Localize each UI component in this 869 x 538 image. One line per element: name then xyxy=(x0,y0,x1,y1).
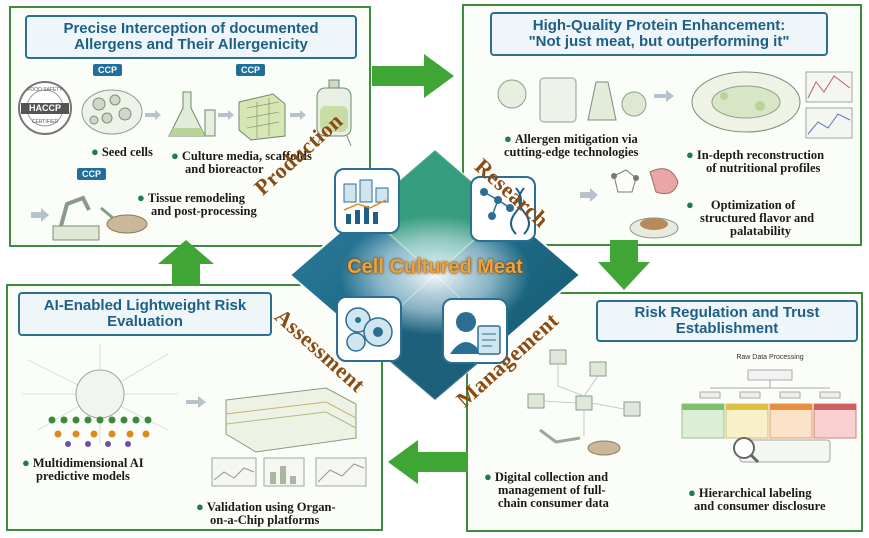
bullet-ai-models: ●Multidimensional AI predictive models xyxy=(22,455,144,484)
lab-research-sketch-icon xyxy=(484,64,654,134)
bullet-dot: ● xyxy=(196,499,204,514)
bullet-digital-collection: ●Digital collection and management of fu… xyxy=(484,469,609,511)
production-panel: Precise Interception of documented Aller… xyxy=(9,6,371,247)
bullet-dot: ● xyxy=(171,148,179,163)
management-tile xyxy=(442,298,508,364)
production-tile xyxy=(334,168,400,234)
haccp-badge-text: HACCP xyxy=(28,103,61,113)
raw-data-panel-icon xyxy=(680,352,860,464)
ai-network-sketch-icon xyxy=(18,340,182,448)
management-title: Risk Regulation and Trust Establishment xyxy=(596,300,858,342)
assessment-process-arrow xyxy=(186,396,206,408)
organ-chip-sketch-icon xyxy=(206,382,376,490)
bullet-nutrition: ●In-depth reconstruction of nutritional … xyxy=(686,147,825,176)
assessment-title: AI-Enabled Lightweight Risk Evaluation xyxy=(18,292,272,336)
process-arrow-2 xyxy=(218,110,234,120)
arrow-production-to-research xyxy=(372,54,454,98)
center-title: Cell Cultured Meat xyxy=(347,256,523,278)
research-title: High-Quality Protein Enhancement: "Not j… xyxy=(490,12,828,56)
management-panel: Risk Regulation and Trust Establishment xyxy=(466,292,863,532)
ccp-tag-2: CCP xyxy=(236,64,266,76)
bullet-tissue-remodeling: ●Tissue remodeling and post-processing xyxy=(137,190,257,219)
bullet-dot: ● xyxy=(484,469,492,484)
bullet-dot: ● xyxy=(137,190,145,205)
research-tile xyxy=(470,176,536,242)
assessment-panel: AI-Enabled Lightweight Risk Evaluation xyxy=(6,284,383,531)
research-process-arrow xyxy=(654,90,674,102)
bullet-flavor: ●Optimization of structured flavor and p… xyxy=(686,197,815,239)
bullet-seed-cells: ●Seed cells xyxy=(91,144,153,159)
bullet-dot: ● xyxy=(688,485,696,500)
flask-sketch-icon xyxy=(161,88,221,142)
id-card-person-icon xyxy=(450,312,501,355)
process-arrow-3 xyxy=(290,110,306,120)
bullet-dot: ● xyxy=(91,144,99,159)
bullet-organ-chip: ●Validation using Organ- on-a-Chip platf… xyxy=(196,499,336,528)
assessment-tile xyxy=(336,296,402,362)
scaffold-sketch-icon xyxy=(233,88,289,142)
data-flow-sketch-icon xyxy=(520,346,660,464)
molecule-dna-icon xyxy=(480,187,530,235)
robot-arm-sketch-icon xyxy=(31,188,151,244)
process-arrow-1 xyxy=(145,110,161,120)
ccp-tag-1: CCP xyxy=(93,64,123,76)
bullet-allergen-mitigation: ●Allergen mitigation via cutting-edge te… xyxy=(504,131,639,160)
bullet-hierarchical-labeling: ●Hierarchical labeling and consumer disc… xyxy=(688,485,826,514)
ccp-tag-3: CCP xyxy=(77,168,107,180)
bioreactor-sketch-icon xyxy=(307,78,361,148)
petri-dish-icon xyxy=(345,307,393,352)
lab-equipment-icon xyxy=(343,179,389,224)
molecule-food-sketch-icon xyxy=(574,162,694,244)
production-title: Precise Interception of documented Aller… xyxy=(25,15,357,59)
haccp-badge-bottom: CERTIFIED xyxy=(31,119,59,125)
research-panel: High-Quality Protein Enhancement: "Not j… xyxy=(462,4,862,246)
bullet-dot: ● xyxy=(22,455,30,470)
bullet-culture-media: ●Culture media, scaffolds and bioreactor xyxy=(171,148,312,177)
raw-data-title: Raw Data Processing xyxy=(736,354,804,361)
bullet-dot: ● xyxy=(686,197,694,212)
arrow-assessment-to-production xyxy=(158,240,214,286)
bullet-dot: ● xyxy=(686,147,694,162)
nutrition-cell-sketch-icon xyxy=(684,62,856,146)
arrow-research-to-management xyxy=(598,240,650,290)
haccp-badge-icon xyxy=(17,80,73,136)
seed-cells-sketch-icon xyxy=(77,84,147,140)
bullet-dot: ● xyxy=(504,131,512,146)
haccp-badge-top: FOOD SAFETY xyxy=(27,87,63,93)
arrow-management-to-assessment xyxy=(388,440,468,484)
